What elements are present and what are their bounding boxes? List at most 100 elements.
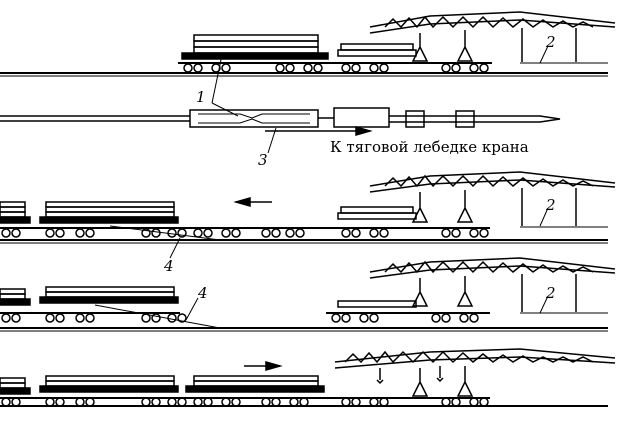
loaded-platform (334, 43, 492, 64)
wheel (469, 63, 479, 73)
panel-1-crane-and-loaded-platforms (0, 11, 616, 117)
wheel (151, 313, 161, 323)
wheel (469, 397, 479, 407)
wheel (379, 63, 389, 73)
label-2: 2 (545, 33, 556, 51)
wheel (203, 228, 213, 238)
wheel (55, 397, 65, 407)
wheel (379, 397, 389, 407)
wheel (261, 397, 271, 407)
wheel (359, 313, 369, 323)
label-4: 4 (197, 284, 208, 302)
wheel (75, 313, 85, 323)
wheel (231, 397, 241, 407)
panel-2-top-view-conveyor (0, 107, 561, 154)
wheel (1, 397, 11, 407)
wheel (431, 313, 441, 323)
wheel (295, 228, 305, 238)
wheel (1, 313, 11, 323)
leader-line (169, 237, 181, 259)
wheel (177, 313, 187, 323)
wheel (203, 397, 213, 407)
wheel (55, 228, 65, 238)
wheel (351, 397, 361, 407)
wheel (85, 228, 95, 238)
wheel (75, 397, 85, 407)
wheel-set-row (1, 228, 489, 238)
wheel (45, 313, 55, 323)
wheel (285, 63, 295, 73)
label-4: 4 (163, 257, 174, 275)
panel-5-train-moving-to-crane (0, 348, 616, 407)
wheel (479, 397, 489, 407)
wheel (221, 228, 231, 238)
wheel (177, 397, 187, 407)
wheel (11, 313, 21, 323)
wheel (451, 397, 461, 407)
label-1: 1 (196, 88, 206, 106)
wheel (341, 228, 351, 238)
wheel (151, 397, 161, 407)
wheel (341, 397, 351, 407)
wheel (441, 397, 451, 407)
wheel (55, 313, 65, 323)
wheel (141, 313, 151, 323)
wheel (479, 63, 489, 73)
wheel (441, 313, 451, 323)
wheel (193, 228, 203, 238)
wheel (451, 228, 461, 238)
wheel (1, 228, 11, 238)
wheel (167, 228, 177, 238)
wheel (221, 397, 231, 407)
wheel (45, 397, 55, 407)
wheel (271, 228, 281, 238)
panel-3-pulling-platforms (0, 171, 616, 259)
wheel (441, 228, 451, 238)
wheel (141, 397, 151, 407)
wheel (261, 228, 271, 238)
wheel (183, 63, 193, 73)
wheel (11, 397, 21, 407)
wheel (85, 313, 95, 323)
wheel (289, 397, 299, 407)
leader-line (539, 45, 549, 64)
wheel (177, 228, 187, 238)
wheel (459, 313, 469, 323)
wheel (479, 228, 489, 238)
wheel (369, 228, 379, 238)
wheel (167, 397, 177, 407)
wheel (379, 228, 389, 238)
wheel (369, 63, 379, 73)
wheel (351, 63, 361, 73)
leader-line (539, 207, 549, 227)
wheel (167, 313, 177, 323)
leader-line (211, 54, 223, 104)
wheel (141, 228, 151, 238)
panel-4-platforms-coupled (0, 257, 616, 332)
wheel (75, 228, 85, 238)
wheel (313, 63, 323, 73)
wheel (299, 397, 309, 407)
leader-line (539, 295, 549, 314)
wheel (469, 313, 479, 323)
wheel (45, 228, 55, 238)
wheel (351, 228, 361, 238)
wheel-set-row (183, 63, 489, 73)
wheel (151, 228, 161, 238)
wheel (275, 63, 285, 73)
wheel-set-row (1, 397, 489, 407)
crane-truss (369, 11, 616, 62)
wheel (331, 313, 341, 323)
wheel (193, 63, 203, 73)
wheel (369, 313, 379, 323)
wheel (341, 63, 351, 73)
wheel (341, 313, 351, 323)
wheel (285, 228, 295, 238)
label-3: 3 (258, 151, 268, 169)
wheel (469, 228, 479, 238)
wheel (193, 397, 203, 407)
wheel (211, 63, 221, 73)
loaded-platform (178, 34, 335, 64)
